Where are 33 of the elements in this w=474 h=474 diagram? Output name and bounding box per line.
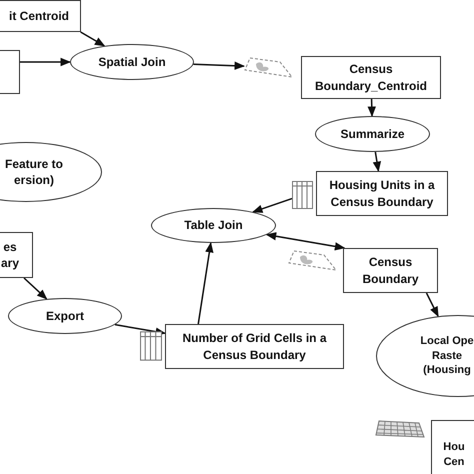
node-label: Table Join <box>184 217 243 234</box>
data-box <box>0 0 81 32</box>
arrow <box>198 242 214 324</box>
node-label: Housing Units in a Census Boundary <box>328 177 436 210</box>
node-label: Number of Grid Cells in a Census Boundary <box>181 330 328 363</box>
node-label: es ary <box>0 238 20 272</box>
process-ellipse <box>151 208 276 243</box>
arrow <box>252 198 292 213</box>
table-icon <box>292 181 313 209</box>
arrow <box>193 62 246 70</box>
data-box <box>165 324 344 369</box>
arrow <box>80 31 106 47</box>
data-box <box>301 56 441 99</box>
node-label: Local Ope Raste (Housing <box>419 334 474 378</box>
data-box <box>343 248 438 293</box>
data-box <box>316 171 448 216</box>
node-label: Hou Cen <box>442 440 466 470</box>
data-box <box>0 232 33 278</box>
node-label: Feature to ersion) <box>4 156 64 188</box>
node-label: Summarize <box>340 126 405 142</box>
node-label: Census Boundary <box>361 254 420 287</box>
arrow <box>426 292 439 318</box>
arrow <box>368 98 376 118</box>
arrow <box>24 277 48 300</box>
arrow <box>266 232 346 251</box>
arrow <box>20 58 72 66</box>
node-label: Export <box>46 308 84 324</box>
polygon-layer-icon <box>244 56 293 78</box>
node-label: Census Boundary_Centroid <box>314 61 428 94</box>
node-label: it Centroid <box>8 8 70 24</box>
arrow <box>372 152 382 172</box>
node-label: Spatial Join <box>98 54 166 70</box>
arrow <box>114 324 166 336</box>
